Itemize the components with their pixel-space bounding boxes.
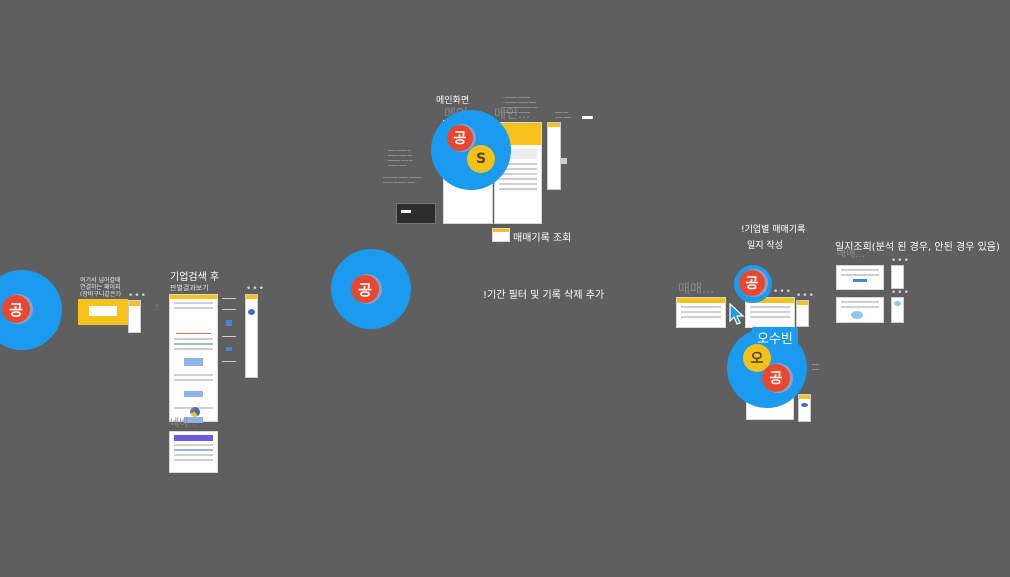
trade-record-frame-1[interactable] xyxy=(676,297,726,328)
connector-glyph: ⫶ xyxy=(156,303,158,312)
pointer-cursor-icon xyxy=(729,303,745,325)
cart-page-frame[interactable] xyxy=(78,299,128,325)
trade-record-mobile[interactable] xyxy=(796,300,809,327)
note-text: ─── ──── ─ ──── ─── ── ───── ─── ─ ──── … xyxy=(388,148,413,168)
company-search-frame-tall[interactable] xyxy=(169,294,218,433)
journal-ghost-label: 매매... xyxy=(837,249,865,260)
small-chip xyxy=(582,116,593,119)
journal-view-mobile-2[interactable] xyxy=(891,297,904,323)
frame-ghost-label: 네비... xyxy=(170,418,198,429)
more-dots-icon[interactable]: ••• xyxy=(128,291,147,301)
note-text: ─── ── ─── ─── xyxy=(555,110,571,120)
pie-thumbnail-icon xyxy=(190,407,200,417)
more-dots-icon[interactable]: ••• xyxy=(773,287,792,297)
trade-record-view-label: 매매기록 조회 xyxy=(513,233,572,244)
company-search-mobile-frame[interactable] xyxy=(245,294,258,378)
journal-view-mobile-1[interactable] xyxy=(891,265,904,289)
more-dots-icon[interactable]: ••• xyxy=(891,256,910,266)
journal-write-label: 일지 작성 xyxy=(747,241,783,251)
avatar-gong[interactable]: 공 xyxy=(739,270,765,296)
cursor-name-tag: 오수빈 xyxy=(752,327,798,348)
main-screen-label: 메인화면 xyxy=(436,96,470,106)
period-filter-label: !기간 필터 및 기록 삭제 추가 xyxy=(483,290,605,301)
journal-write-mobile[interactable] xyxy=(798,394,811,422)
trade-ghost-label: 매매... xyxy=(678,282,715,297)
main-ghost-label: 메인... xyxy=(494,107,531,122)
more-dots-icon[interactable]: ••• xyxy=(891,288,910,298)
avatar-gong[interactable]: 공 xyxy=(447,125,473,151)
dark-card[interactable] xyxy=(396,203,436,224)
note-text: - ───── ───── - ───── ──── ─── - ───────… xyxy=(502,95,538,115)
company-search-subtitle: 판별결과보기 xyxy=(170,284,209,292)
more-dots-icon[interactable]: ••• xyxy=(796,291,815,301)
company-search-frame-bottom[interactable] xyxy=(169,431,218,473)
avatar-s[interactable]: S xyxy=(467,145,495,173)
company-trade-record-label: !기업별 매매기록 xyxy=(741,225,806,235)
journal-view-frame-1[interactable] xyxy=(836,265,884,290)
journal-view-label: 일지조회(분석 된 경우, 안된 경우 있음) xyxy=(835,242,1000,253)
avatar-gong[interactable]: 공 xyxy=(2,295,30,323)
journal-view-frame-2[interactable] xyxy=(836,297,884,323)
avatar-gong[interactable]: 공 xyxy=(762,364,790,392)
from-here-note: 여기서 넘어갈때 연결하는 페이지 (장바구니같은?) xyxy=(80,277,121,298)
small-chip xyxy=(561,158,567,164)
cart-mobile-frame[interactable] xyxy=(128,300,141,333)
company-search-title: 기업검색 후 xyxy=(170,272,220,283)
company-search-side-list[interactable] xyxy=(222,294,236,366)
note-text: ────── ──── ───── ──── ───── ─── xyxy=(383,175,422,185)
avatar-gong[interactable]: 공 xyxy=(351,275,379,303)
more-dots-icon[interactable]: ••• xyxy=(246,284,265,294)
main-screen-mobile[interactable] xyxy=(547,122,561,190)
trade-record-thumb[interactable] xyxy=(492,228,510,242)
note-text: ─── ─── xyxy=(812,362,820,372)
